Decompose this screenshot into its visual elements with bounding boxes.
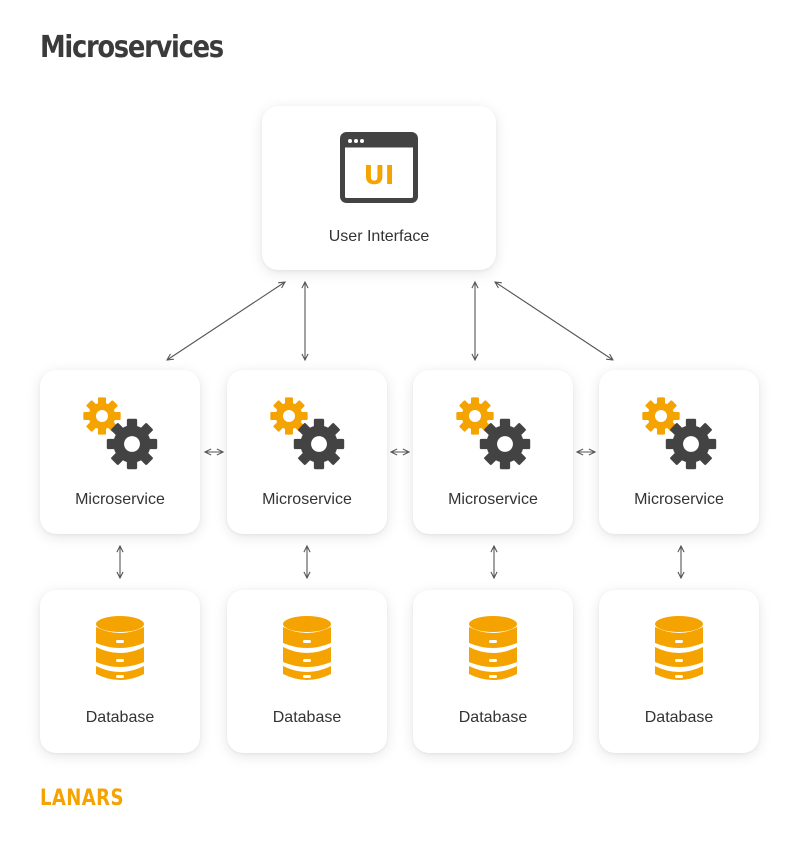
database-label: Database [458, 709, 528, 726]
database-icon [469, 616, 517, 680]
microservice-card: Microservice [227, 370, 387, 534]
database-card: Database [227, 590, 387, 753]
database-icon [283, 616, 331, 680]
gears-icon [83, 397, 158, 470]
gears-icon [270, 397, 345, 470]
brand-logo: LANARS [40, 786, 124, 811]
ui-to-microservice-4-arrow [495, 282, 613, 360]
database-label: Database [272, 709, 342, 726]
microservice-label: Microservice [262, 491, 352, 508]
user-interface-label: User Interface [328, 228, 430, 245]
microservice-label: Microservice [448, 491, 538, 508]
database-card: Database [413, 590, 573, 753]
database-card: Database [40, 590, 200, 753]
database-label: Database [644, 709, 714, 726]
database-card: Database [599, 590, 759, 753]
page-title: Microservices [40, 30, 224, 65]
gears-icon [642, 397, 717, 470]
database-icon [655, 616, 703, 680]
microservice-label: Microservice [634, 491, 724, 508]
user-interface-card: UI User Interface [262, 106, 496, 270]
microservice-label: Microservice [75, 491, 165, 508]
gears-icon [456, 397, 531, 470]
ui-window-icon: UI [340, 132, 418, 203]
microservice-card: Microservice [413, 370, 573, 534]
database-icon [96, 616, 144, 680]
database-label: Database [85, 709, 155, 726]
microservice-card: Microservice [599, 370, 759, 534]
ui-to-microservice-1-arrow [167, 282, 285, 360]
microservice-card: Microservice [40, 370, 200, 534]
ui-icon-text: UI [364, 161, 395, 191]
